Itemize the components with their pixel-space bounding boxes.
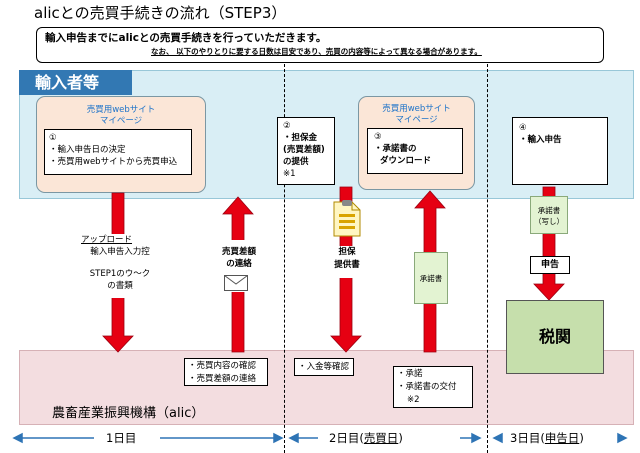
timeline-arrows: [12, 432, 628, 444]
timeline-day-3-term: 申告日: [544, 431, 580, 445]
day-separator-1: [284, 64, 285, 453]
page-title: alicとの売買手続きの流れ（STEP3）: [34, 4, 287, 22]
upload-line-1: 輸入申告入力控: [90, 247, 150, 257]
website-label: 売買用webサイト: [86, 105, 156, 115]
step-4-line-1: ・輸入申告: [519, 135, 562, 145]
alic-box-1-line-2: ・売買差額の連絡: [188, 374, 257, 384]
timeline-day-2-term: 売買日: [363, 431, 399, 445]
step-1-number: ①: [49, 133, 57, 143]
notice-box: 輸入申告までにalicとの売買手続きを行っていただきます。 なお、 以下のやりと…: [36, 27, 604, 63]
step-2-line-3: の提供: [283, 157, 309, 167]
alic-box-3-line-2: ・承諾書の交付: [397, 382, 457, 392]
step-1-line-2: ・売買用webサイトから売買申込: [49, 157, 178, 167]
mypage-label: マイページ: [395, 115, 438, 125]
timeline-day-3-suffix: ): [579, 431, 584, 445]
alic-box-1-line-1: ・売買内容の確認: [188, 361, 257, 371]
notice-line-2: なお、 以下のやりとりに要する日数は目安であり、売買の内容等によって異なる場合が…: [151, 47, 482, 56]
timeline-day-3: 3日目(申告日): [510, 430, 584, 446]
collateral-line-1: 担保: [338, 247, 356, 257]
alic-box-1: ・売買内容の確認 ・売買差額の連絡: [184, 358, 268, 386]
upload-line-3: の書類: [107, 281, 133, 291]
collateral-doc-label: 担保 提供書: [323, 246, 371, 278]
step-1-box: ① ・輸入申告日の決定 ・売買用webサイトから売買申込: [44, 129, 192, 175]
step-4-number: ④: [519, 123, 527, 133]
mypage-label: マイページ: [99, 116, 143, 126]
alic-box-3-line-1: ・承諾: [397, 369, 423, 379]
step-3-number: ③: [374, 132, 382, 142]
step-2-line-1: ・担保金: [283, 133, 318, 143]
step-3-line-1: ・承諾書の: [374, 144, 417, 154]
step-2-number: ②: [283, 121, 291, 131]
price-diff-line-1: 売買差額: [221, 247, 256, 257]
timeline-day-1: 1日目: [106, 431, 137, 445]
step-3-box: ③ ・承諾書の ダウンロード: [367, 128, 463, 174]
approval-copy-line-1: 承諾書: [537, 206, 561, 215]
price-diff-line-2: の連絡: [226, 259, 252, 269]
alic-box-3-line-3: ※2: [407, 395, 420, 405]
notice-line-1: 輸入申告までにalicとの売買手続きを行っていただきます。: [45, 32, 327, 44]
importer-lane-label: 輸入者等: [19, 70, 132, 95]
timeline-day-2-suffix: ): [398, 431, 403, 445]
timeline-day-2-prefix: 2日目(: [329, 431, 364, 445]
document-icon: [333, 200, 361, 237]
timeline-day-2: 2日目(売買日): [329, 430, 403, 446]
customs-box: 税関: [506, 300, 604, 374]
collateral-line-2: 提供書: [334, 260, 360, 270]
step-2-line-2: (売買差額): [283, 145, 325, 155]
approval-doc: 承諾書: [414, 252, 448, 304]
day-separator-2: [487, 64, 488, 453]
step-4-box: ④ ・輸入申告: [512, 117, 608, 185]
timeline-day-3-prefix: 3日目(: [510, 431, 545, 445]
upload-line-2: STEP1のウ～ク: [89, 269, 151, 279]
step-2-box: ② ・担保金 (売買差額) の提供 ※1: [277, 117, 335, 185]
upload-label: アップロード 輸入申告入力控 STEP1のウ～ク の書類: [77, 234, 163, 298]
alic-box-2: ・入金等確認: [294, 358, 354, 376]
alic-box-2-line-1: ・入金等確認: [298, 362, 350, 372]
alic-box-3: ・承諾 ・承諾書の交付 ※2: [393, 366, 473, 408]
step-3-line-2: ダウンロード: [380, 156, 432, 166]
alic-lane-label: 農畜産業振興機構（alic）: [52, 406, 205, 421]
step-2-note: ※1: [283, 169, 296, 179]
upload-heading: アップロード: [81, 235, 133, 245]
approval-copy-doc: 承諾書 （写し）: [530, 196, 568, 234]
envelope-icon: [224, 275, 248, 291]
approval-copy-line-2: （写し）: [534, 217, 564, 226]
website-label: 売買用webサイト: [382, 104, 451, 114]
step-1-line-1: ・輸入申告日の決定: [49, 145, 126, 155]
declaration-label: 申告: [530, 256, 570, 274]
